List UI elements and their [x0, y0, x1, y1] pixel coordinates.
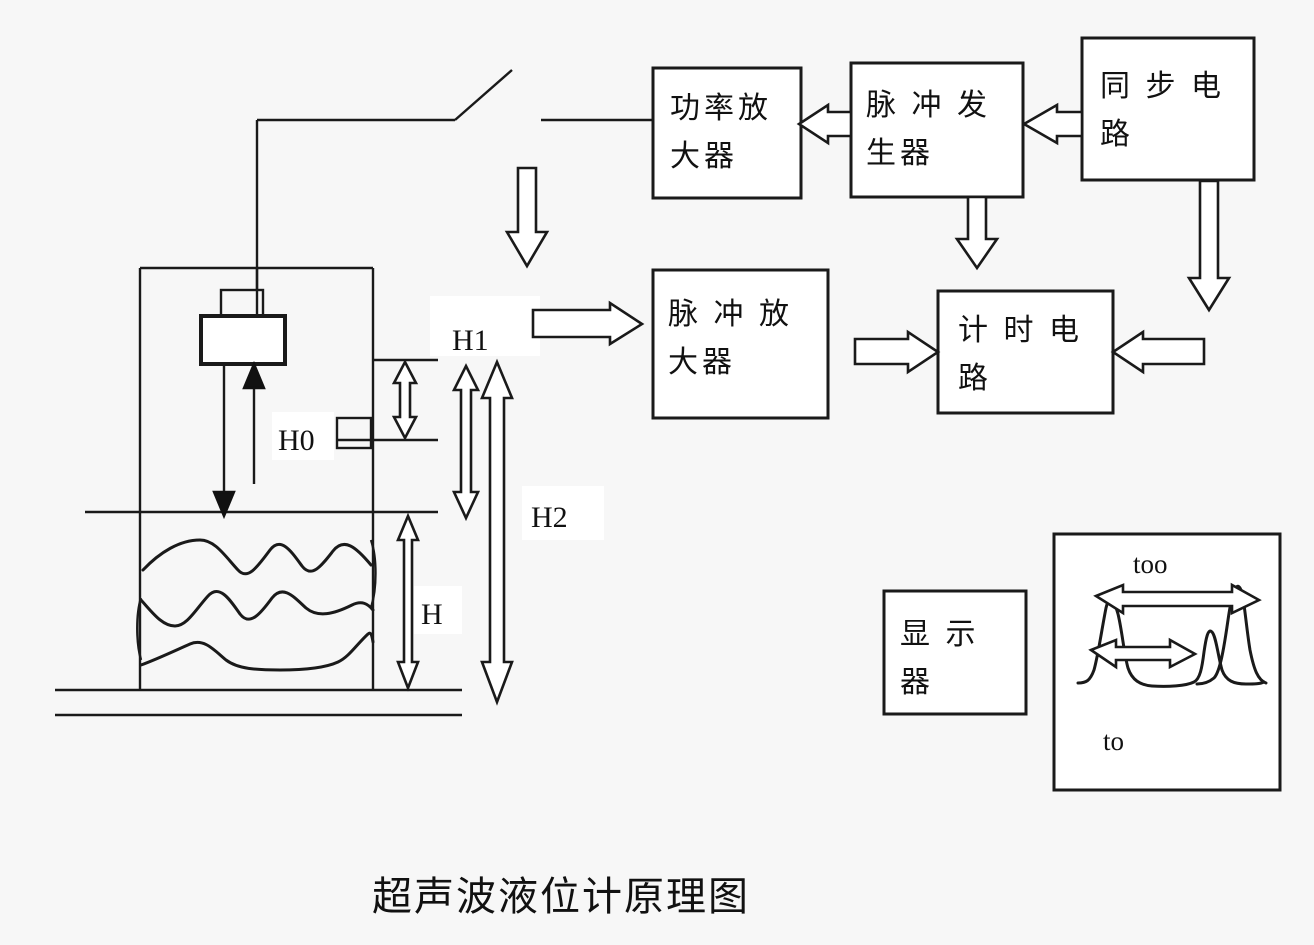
arrow-transmit-down-shape [504, 166, 550, 269]
arrow-pulse-generator-to-power-amp [796, 102, 853, 146]
h1-arrow-shape [451, 363, 481, 522]
arrow-signal-to-pulse-amplifier [531, 300, 645, 347]
transducer-body [199, 314, 287, 366]
knife-switch-blade [454, 69, 513, 121]
pulse-amplifier-label-line2: 大器 [668, 346, 736, 379]
to-label: to [1103, 726, 1124, 756]
pulse-generator-label-line1: 脉 冲 发 [866, 89, 991, 122]
block-pulse-amplifier[interactable]: 脉 冲 放 大器 [651, 268, 830, 420]
arrow-sync-down-shape [1186, 179, 1232, 313]
transducer-signal-cable [255, 69, 653, 290]
display-unit-box[interactable] [882, 589, 1028, 716]
waveform-panel: too to [1052, 532, 1282, 792]
arrow-pulse-to-power-shape [796, 102, 853, 146]
liquid-wave-top [141, 538, 373, 576]
h1-dimension-arrow [451, 363, 481, 522]
pulse-amplifier-label-line1: 脉 冲 放 [668, 298, 793, 331]
pulse-generator-label-line2: 生器 [866, 137, 934, 170]
arrow-pulse-amp-to-timing [853, 329, 941, 375]
power-amplifier-label-line1: 功率放 [670, 92, 772, 125]
h2-label-bg [522, 486, 604, 540]
timing-circuit-label-line2: 路 [958, 362, 992, 395]
block-sync-circuit[interactable]: 同 步 电 路 [1080, 36, 1256, 182]
waveform-panel-box [1052, 532, 1282, 792]
block-timing-circuit[interactable]: 计 时 电 路 [936, 289, 1115, 415]
arrow-right-to-timing-circuit [1110, 329, 1206, 375]
arrow-sync-to-pulse-generator [1021, 102, 1084, 146]
waveform-trace-left [1076, 597, 1266, 688]
diagram-title: 超声波液位计原理图 [372, 874, 750, 919]
pulse-amplifier-box[interactable] [651, 268, 830, 420]
sync-circuit-box[interactable] [1080, 36, 1256, 182]
timing-circuit-label-line1: 计 时 电 [958, 314, 1083, 347]
h2-label: H2 [531, 501, 568, 534]
h2-arrow-shape [480, 358, 514, 706]
power-amplifier-box[interactable] [651, 66, 803, 200]
to-interval-arrow [1088, 637, 1198, 670]
h0-label-bg [272, 412, 334, 460]
arrow-right-to-timing-shape [1110, 329, 1206, 375]
block-display-unit[interactable]: 显 示 器 [882, 589, 1028, 716]
h1-label-bg [430, 296, 540, 356]
h-arrow-shape [396, 512, 420, 692]
block-power-amplifier[interactable]: 功率放 大器 [651, 66, 803, 200]
display-unit-label-line1: 显 示 [900, 618, 980, 651]
h-label-bg [414, 586, 462, 634]
display-unit-label-line2: 器 [900, 666, 934, 699]
liquid-edge-left [136, 597, 143, 661]
tank-assembly [55, 266, 462, 717]
liquid-wave-middle [139, 590, 375, 628]
liquid-edge-right [369, 539, 377, 609]
h0-marker-box [335, 416, 373, 450]
sync-circuit-label-line1: 同 步 电 [1100, 70, 1225, 103]
arrow-pulse-generator-to-timing [954, 195, 1000, 271]
arrow-pulse-amp-to-timing-shape [853, 329, 941, 375]
h0-dimension-arrow [391, 359, 419, 441]
power-amplifier-label-line2: 大器 [670, 140, 738, 173]
h0-label: H0 [278, 424, 315, 457]
sync-circuit-label-line2: 路 [1100, 118, 1134, 151]
too-interval-arrow [1093, 582, 1262, 616]
echo-beam-arrowhead [242, 360, 266, 390]
transmit-beam-arrowhead [212, 490, 236, 520]
arrow-signal-to-pulse-amp-shape [531, 300, 645, 347]
h1-label: H1 [452, 324, 489, 357]
arrow-sync-circuit-down [1186, 179, 1232, 313]
timing-circuit-box[interactable] [936, 289, 1115, 415]
pulse-generator-box[interactable] [849, 61, 1025, 199]
arrow-pulse-to-timing-shape [954, 195, 1000, 271]
h0-arrow-shape [391, 359, 419, 441]
h2-dimension-arrow [480, 358, 514, 706]
arrow-sync-to-pulse-shape [1021, 102, 1084, 146]
block-pulse-generator[interactable]: 脉 冲 发 生器 [849, 61, 1025, 199]
liquid-wave-bottom [139, 631, 375, 672]
ultrasonic-transducer [199, 268, 287, 520]
too-label: too [1133, 549, 1168, 579]
h0-reference-marker [335, 358, 438, 450]
arrow-transmit-path-down [504, 166, 550, 269]
h-dimension-arrow [396, 512, 420, 692]
h-label: H [421, 598, 443, 631]
